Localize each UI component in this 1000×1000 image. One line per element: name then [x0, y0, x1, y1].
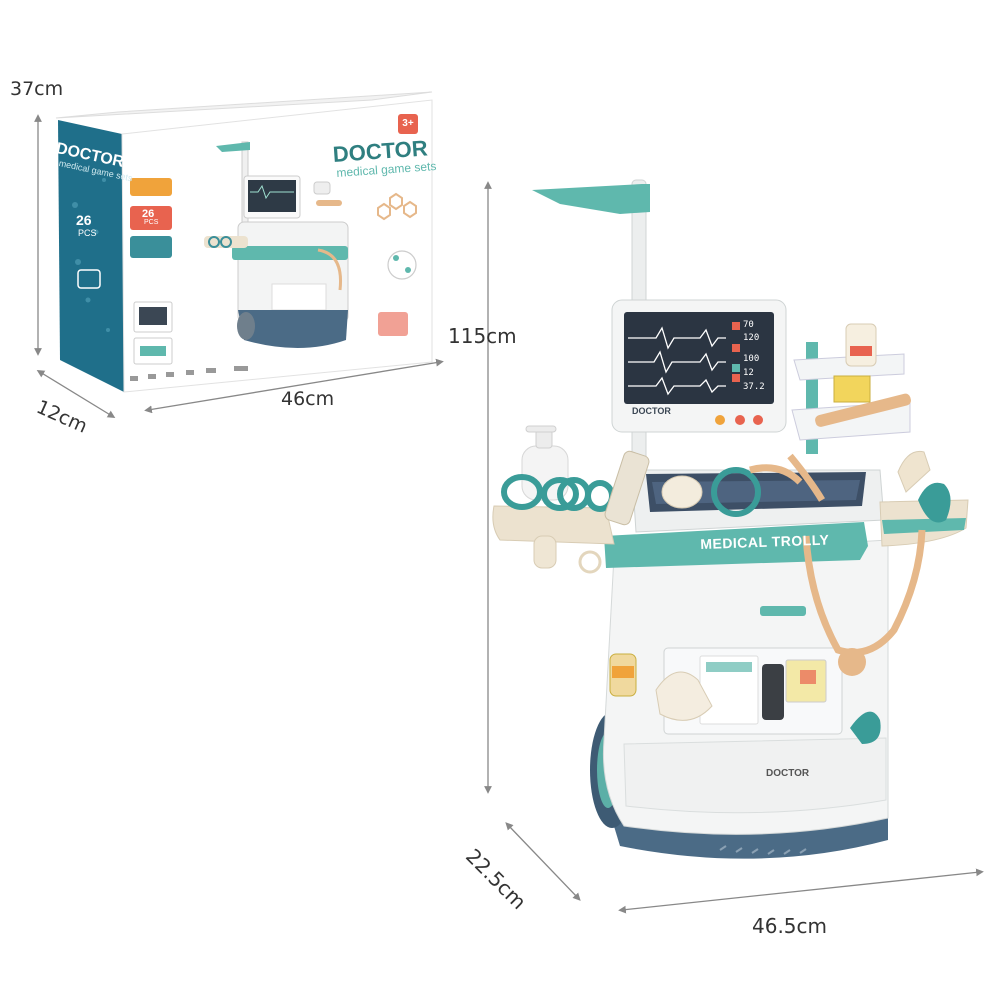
- monitor-brand: DOCTOR: [632, 406, 671, 416]
- stethoscope-tube: [802, 529, 926, 656]
- tweezers: [749, 464, 803, 485]
- vital-resp: 12: [743, 368, 754, 378]
- box-side-panel: [58, 120, 124, 392]
- box-width-label: 46cm: [281, 388, 335, 410]
- medicine-box: [833, 375, 871, 403]
- box-piece-count: 26: [76, 212, 92, 228]
- vital-temp: 37.2: [743, 382, 765, 392]
- packaging-box: [55, 91, 433, 393]
- otoscope: [918, 482, 951, 523]
- box-mini-trolley: [204, 141, 349, 348]
- drawer-handle: [760, 606, 806, 616]
- blue-dropper: [850, 711, 881, 744]
- reflex-hammer: [897, 450, 931, 493]
- trolley-width-label: 46.5cm: [752, 914, 828, 938]
- trolley-height-label: 115cm: [448, 324, 517, 348]
- box-width-dimension-line: [144, 358, 444, 414]
- bedpan: [655, 671, 713, 721]
- box-front-pcs-label: PCS: [144, 219, 159, 226]
- guitar-tool: [661, 475, 703, 509]
- stethoscope-coil: [711, 467, 761, 517]
- box-height-label: 37cm: [10, 78, 64, 100]
- syringe: [815, 393, 911, 427]
- box-top-face: [55, 91, 433, 119]
- trolley-depth-dimension-line: [505, 822, 581, 901]
- box-depth-dimension-line: [36, 369, 116, 419]
- vital-heart-rate: 70: [743, 320, 754, 330]
- age-badge: 3+: [398, 114, 418, 134]
- iv-hook: [532, 184, 650, 214]
- medical-trolley: [492, 179, 969, 859]
- medical-trolly-banner: [604, 522, 868, 568]
- vital-systolic: 120: [743, 333, 760, 343]
- trolley-width-dimension-line: [618, 868, 984, 914]
- thermometer-card: [604, 450, 650, 526]
- monitor-power-button: [715, 415, 725, 425]
- box-front-piece-count: 26: [142, 208, 155, 220]
- cabinet-brand: DOCTOR: [766, 768, 810, 779]
- box-pcs-label: PCS: [78, 228, 97, 238]
- vital-spo2: 100: [743, 354, 760, 364]
- scissors-right: [557, 477, 615, 512]
- pill-bottle: [845, 323, 877, 367]
- left-shelf: [492, 505, 615, 545]
- scissors-left: [501, 474, 579, 511]
